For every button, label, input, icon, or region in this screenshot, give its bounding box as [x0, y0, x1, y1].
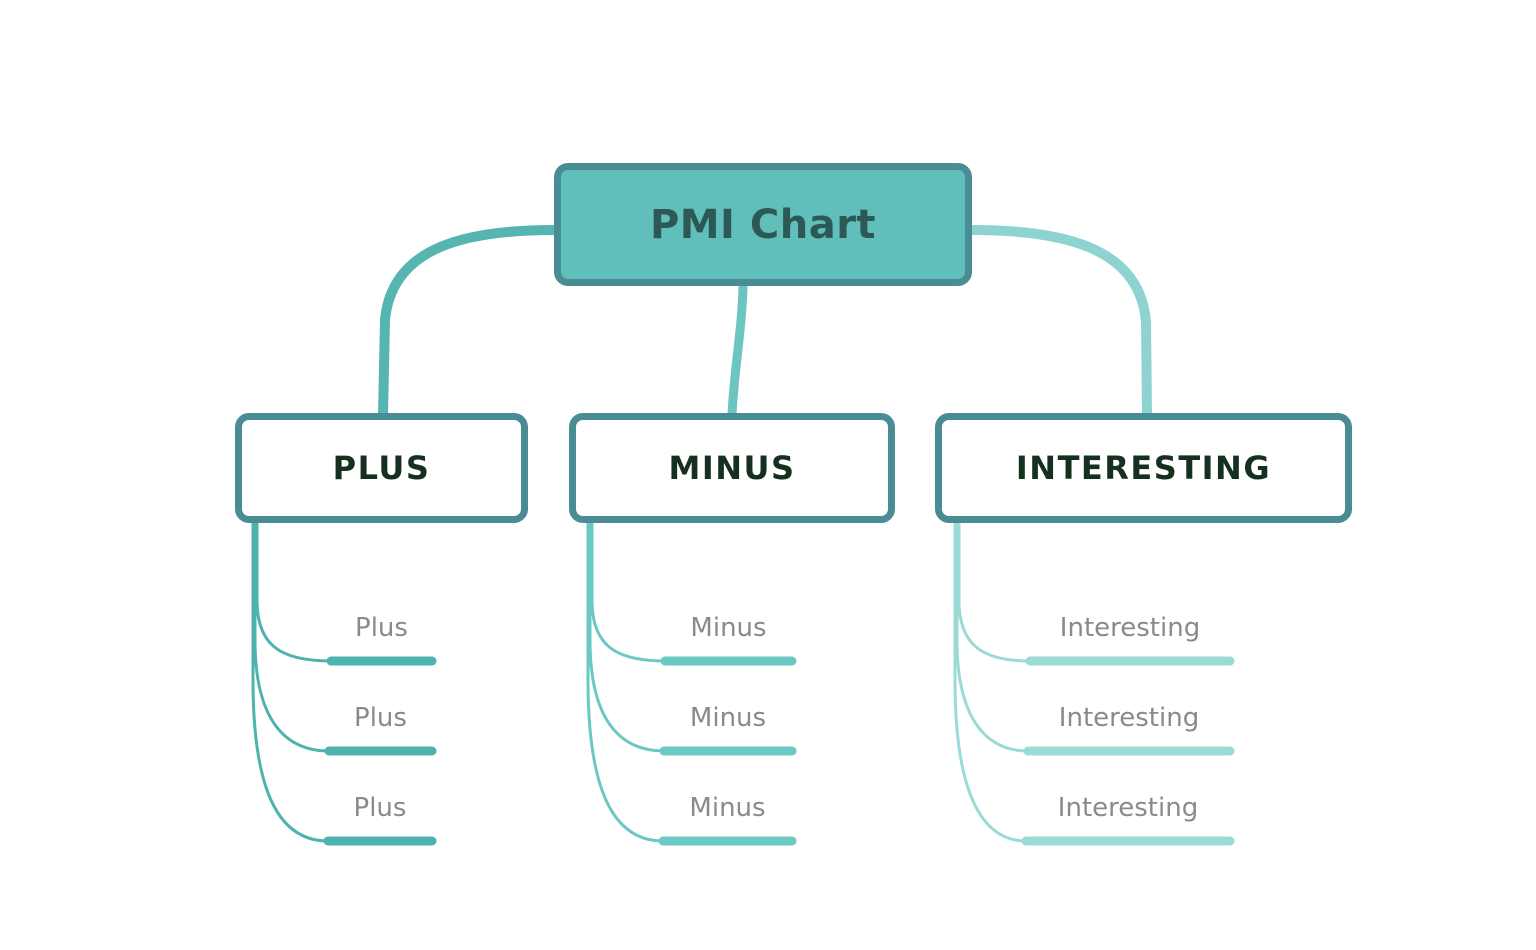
leaf-label-interesting-1[interactable]: Interesting: [1059, 613, 1201, 643]
leaf-label-plus-1[interactable]: Plus: [355, 613, 408, 643]
leaf-label-minus-1[interactable]: Minus: [690, 613, 767, 643]
connector-root-to-interesting: [971, 225, 1152, 416]
connector-plus-leaf-3: [251, 521, 330, 843]
root-node[interactable]: PMI Chart: [554, 163, 972, 286]
root-node-label: PMI Chart: [649, 201, 877, 248]
branch-node-label: INTERESTING: [1015, 449, 1272, 487]
leaf-label-interesting-2[interactable]: Interesting: [1058, 703, 1200, 733]
connector-interesting-leaf-1: [957, 521, 1032, 663]
connector-plus-leaf-1: [255, 521, 333, 663]
leaf-label-interesting-3[interactable]: Interesting: [1057, 793, 1199, 823]
branch-node-label: MINUS: [668, 449, 796, 487]
connector-plus-leaf-2: [253, 521, 331, 753]
leaf-label-minus-2[interactable]: Minus: [689, 703, 767, 733]
branch-node-plus[interactable]: PLUS: [235, 413, 528, 523]
connector-interesting-leaf-3: [953, 521, 1028, 843]
leaf-label-plus-2[interactable]: Plus: [354, 703, 407, 733]
branch-node-interesting[interactable]: INTERESTING: [935, 413, 1352, 523]
branch-node-label: PLUS: [332, 449, 431, 487]
connector-root-to-plus: [378, 225, 555, 416]
connector-minus-leaf-3: [586, 521, 665, 843]
connector-minus-leaf-2: [588, 521, 666, 753]
leaf-label-plus-3[interactable]: Plus: [353, 793, 407, 823]
connector-interesting-leaf-2: [955, 521, 1030, 753]
connector-minus-leaf-1: [590, 521, 667, 663]
leaf-label-minus-3[interactable]: Minus: [689, 793, 766, 823]
connector-root-to-minus: [727, 285, 748, 416]
branch-node-minus[interactable]: MINUS: [569, 413, 895, 523]
